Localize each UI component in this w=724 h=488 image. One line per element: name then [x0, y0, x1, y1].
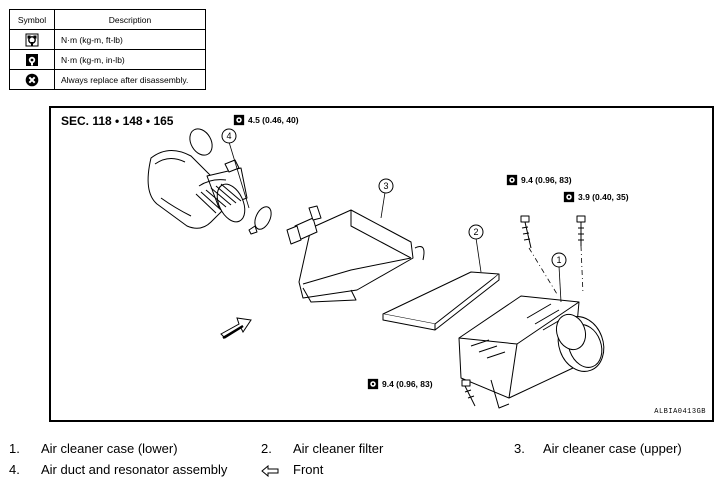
bolt-right — [576, 215, 586, 246]
legend-text: Air cleaner case (lower) — [41, 441, 178, 456]
exploded-diagram: 1 2 3 4 SEC. 118 • 148 • 165 4.5 (0.46, … — [49, 106, 714, 422]
clamp-upper — [189, 128, 213, 156]
air-duct-part — [147, 150, 248, 229]
symbol-header: Symbol — [9, 9, 55, 30]
symbol-row: Always replace after disassembly. — [9, 69, 206, 90]
torque-spec: 9.4 (0.96, 83) — [506, 174, 572, 186]
torque-wrench-filled-icon — [367, 378, 379, 390]
symbol-table: Symbol Description N·m (kg-m, ft-lb) N·m… — [9, 9, 206, 90]
legend-number: 1. — [9, 441, 20, 456]
legend-text: Front — [293, 462, 324, 477]
torque-value: 3.9 (0.40, 35) — [578, 192, 629, 202]
front-direction-arrow — [220, 317, 252, 340]
upper-case-part — [286, 205, 425, 303]
symbol-row: N·m (kg-m, ft-lb) — [9, 29, 206, 50]
torque-spec: 3.9 (0.40, 35) — [563, 191, 629, 203]
legend-number: 4. — [9, 462, 20, 477]
torque-value: 4.5 (0.46, 40) — [248, 115, 299, 125]
callout-circle — [551, 252, 567, 268]
torque-wrench-filled-icon — [563, 191, 575, 203]
torque-value: 9.4 (0.96, 83) — [382, 379, 433, 389]
torque-wrench-filled-icon — [506, 174, 518, 186]
diagram-drawing: 1 2 3 4 — [147, 128, 605, 409]
callout-4: 4 — [226, 131, 231, 141]
bolt-left — [520, 215, 532, 249]
torque-wrench-filled-icon — [26, 53, 38, 66]
callout-circle — [468, 224, 484, 240]
description-header: Description — [54, 9, 206, 30]
torque-wrench-filled-icon — [233, 114, 245, 126]
torque-spec: 9.4 (0.96, 83) — [367, 378, 433, 390]
legend-text: Air duct and resonator assembly — [41, 462, 228, 477]
lower-case-part — [458, 295, 605, 409]
symbol-description: Always replace after disassembly. — [54, 69, 206, 90]
legend-text: Air cleaner case (upper) — [543, 441, 682, 456]
replace-x-icon — [25, 73, 39, 86]
torque-value: 9.4 (0.96, 83) — [521, 175, 572, 185]
legend-number: 3. — [514, 441, 525, 456]
symbol-row: N·m (kg-m, in-lb) — [9, 49, 206, 70]
callout-circle — [378, 178, 394, 194]
callout-2: 2 — [473, 227, 478, 237]
reference-code: ALBIA0413GB — [654, 408, 706, 416]
torque-spec: 4.5 (0.46, 40) — [233, 114, 299, 126]
callout-3: 3 — [383, 181, 388, 191]
legend-text: Air cleaner filter — [293, 441, 384, 456]
bolt-bottom — [461, 379, 476, 407]
legend-number: 2. — [261, 441, 272, 456]
filter-part — [382, 271, 500, 331]
torque-wrench-icon — [25, 33, 39, 46]
clamp-lower — [254, 206, 272, 230]
callout-circle — [221, 128, 237, 144]
front-arrow-icon — [261, 465, 279, 477]
section-label: SEC. 118 • 148 • 165 — [61, 114, 174, 128]
callout-1: 1 — [556, 255, 561, 265]
